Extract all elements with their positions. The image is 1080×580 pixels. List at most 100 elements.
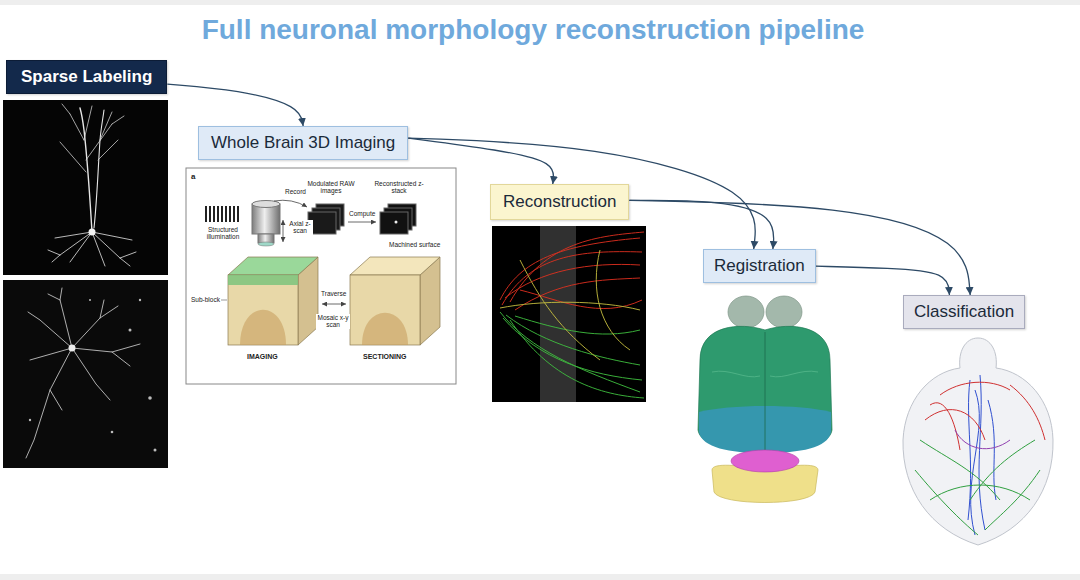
- process-box: Whole Brain 3D Imaging: [198, 126, 408, 160]
- classification-brain: [915, 440, 1040, 535]
- reconstruction-image: [596, 250, 630, 350]
- process-box: Reconstruction: [490, 184, 629, 220]
- neuron-image: [80, 108, 92, 232]
- neuron-image: [3, 280, 168, 468]
- neuron-image: [89, 229, 96, 236]
- reconstruction-image: [500, 312, 644, 398]
- neuron-image: [48, 232, 136, 266]
- figure-label: Record: [284, 188, 307, 195]
- classification-brain: [915, 375, 1045, 535]
- figure-label: Modulated RAW images: [306, 180, 356, 195]
- imaging-schematic: [395, 221, 398, 224]
- neuron-image: [148, 396, 152, 400]
- classification-brain: [903, 338, 1053, 545]
- atlas-brain: [766, 296, 802, 328]
- neuron-image: [129, 329, 132, 332]
- imaging-schematic: [283, 220, 284, 242]
- neuron-image: [139, 299, 141, 301]
- process-box: Classification: [903, 295, 1025, 329]
- figure-label: Machined surface: [388, 241, 441, 248]
- classification-brain: [979, 375, 985, 530]
- imaging-schematic: [228, 257, 318, 275]
- classification-brain: [930, 485, 1030, 500]
- neuron-image: [111, 431, 114, 434]
- flow-arrow: [629, 200, 970, 295]
- reconstruction-image: [492, 226, 646, 402]
- reconstruction-image: [500, 232, 644, 398]
- classification-brain: [955, 430, 1010, 449]
- reconstruction-image: [506, 315, 640, 365]
- page-frame: [0, 574, 1080, 580]
- figure-label: a: [190, 172, 196, 181]
- imaging-schematic: [186, 168, 456, 384]
- neuron-image: [48, 104, 136, 266]
- reconstruction-image: [500, 302, 640, 310]
- imaging-schematic: [240, 310, 286, 345]
- figure-label: Compute: [348, 210, 376, 217]
- imaging-schematic: [221, 206, 223, 222]
- imaging-schematic: [225, 206, 227, 222]
- imaging-schematic: [258, 234, 274, 243]
- imaging-schematic: [350, 257, 440, 275]
- page-frame: [0, 0, 1080, 5]
- figure-label: Traverse: [320, 290, 347, 297]
- figure-label: Axial z-scan: [287, 220, 313, 235]
- atlas-brain: [731, 450, 799, 472]
- reconstruction-image: [500, 250, 640, 360]
- imaging-schematic: [233, 206, 235, 222]
- reconstruction-image: [520, 260, 600, 360]
- neuron-image: [3, 100, 168, 275]
- figure-label: Structured illumination: [200, 226, 246, 241]
- imaging-schematic: [258, 242, 274, 246]
- atlas-brain: [728, 296, 764, 328]
- neuron-image: [26, 288, 140, 458]
- neuron-image: [29, 299, 157, 452]
- classification-brain: [968, 375, 996, 535]
- flow-arrow: [408, 138, 755, 249]
- imaging-schematic: [205, 206, 207, 222]
- classification-brain: [940, 382, 1010, 395]
- figure-label: Reconstructed z-stack: [372, 180, 426, 195]
- classification-brain: [955, 430, 1010, 449]
- classification-brain: [985, 470, 1040, 530]
- classification-brain: [930, 403, 960, 450]
- atlas-brain: [712, 371, 818, 377]
- neuron-image: [94, 110, 104, 228]
- neuron-image: [60, 104, 124, 172]
- imaging-schematic: [322, 304, 346, 305]
- neuron-image: [69, 345, 76, 352]
- atlas-brain: [698, 296, 832, 503]
- figure-label: Sub-block: [190, 296, 221, 303]
- neuron-image: [26, 288, 140, 458]
- imaging-schematic: [348, 222, 376, 223]
- reconstruction-image: [502, 252, 642, 305]
- flow-arrow: [629, 200, 773, 249]
- imaging-schematic: [229, 206, 231, 222]
- imaging-schematic: [228, 275, 298, 345]
- imaging-schematic: [213, 206, 215, 222]
- box-label: Sparse Labeling: [21, 67, 152, 87]
- figure-label: IMAGING: [246, 353, 279, 361]
- classification-brain: [970, 440, 1035, 500]
- box-label: Reconstruction: [503, 192, 616, 212]
- reconstruction-image: [500, 232, 644, 310]
- atlas-brain: [765, 332, 766, 452]
- imaging-schematic: [209, 206, 211, 222]
- atlas-brain: [698, 326, 832, 452]
- imaging-schematic: [186, 168, 456, 384]
- reconstruction-image: [500, 312, 640, 392]
- imaging-schematic: [274, 200, 307, 207]
- classification-brain: [915, 470, 978, 535]
- figure-label: Mosaic x-y scan: [316, 314, 350, 329]
- classification-brain: [925, 382, 1045, 450]
- imaging-schematic: [350, 275, 420, 345]
- diagram-title: Full neuronal morphology reconstruction …: [0, 14, 1066, 46]
- process-box: Registration: [703, 249, 816, 283]
- imaging-schematic: [252, 201, 280, 208]
- imaging-schematic: [205, 206, 239, 222]
- figure-label: SECTIONING: [362, 353, 408, 361]
- process-box: Sparse Labeling: [6, 60, 167, 94]
- neuron-image: [154, 449, 157, 452]
- flow-arrow: [816, 266, 950, 295]
